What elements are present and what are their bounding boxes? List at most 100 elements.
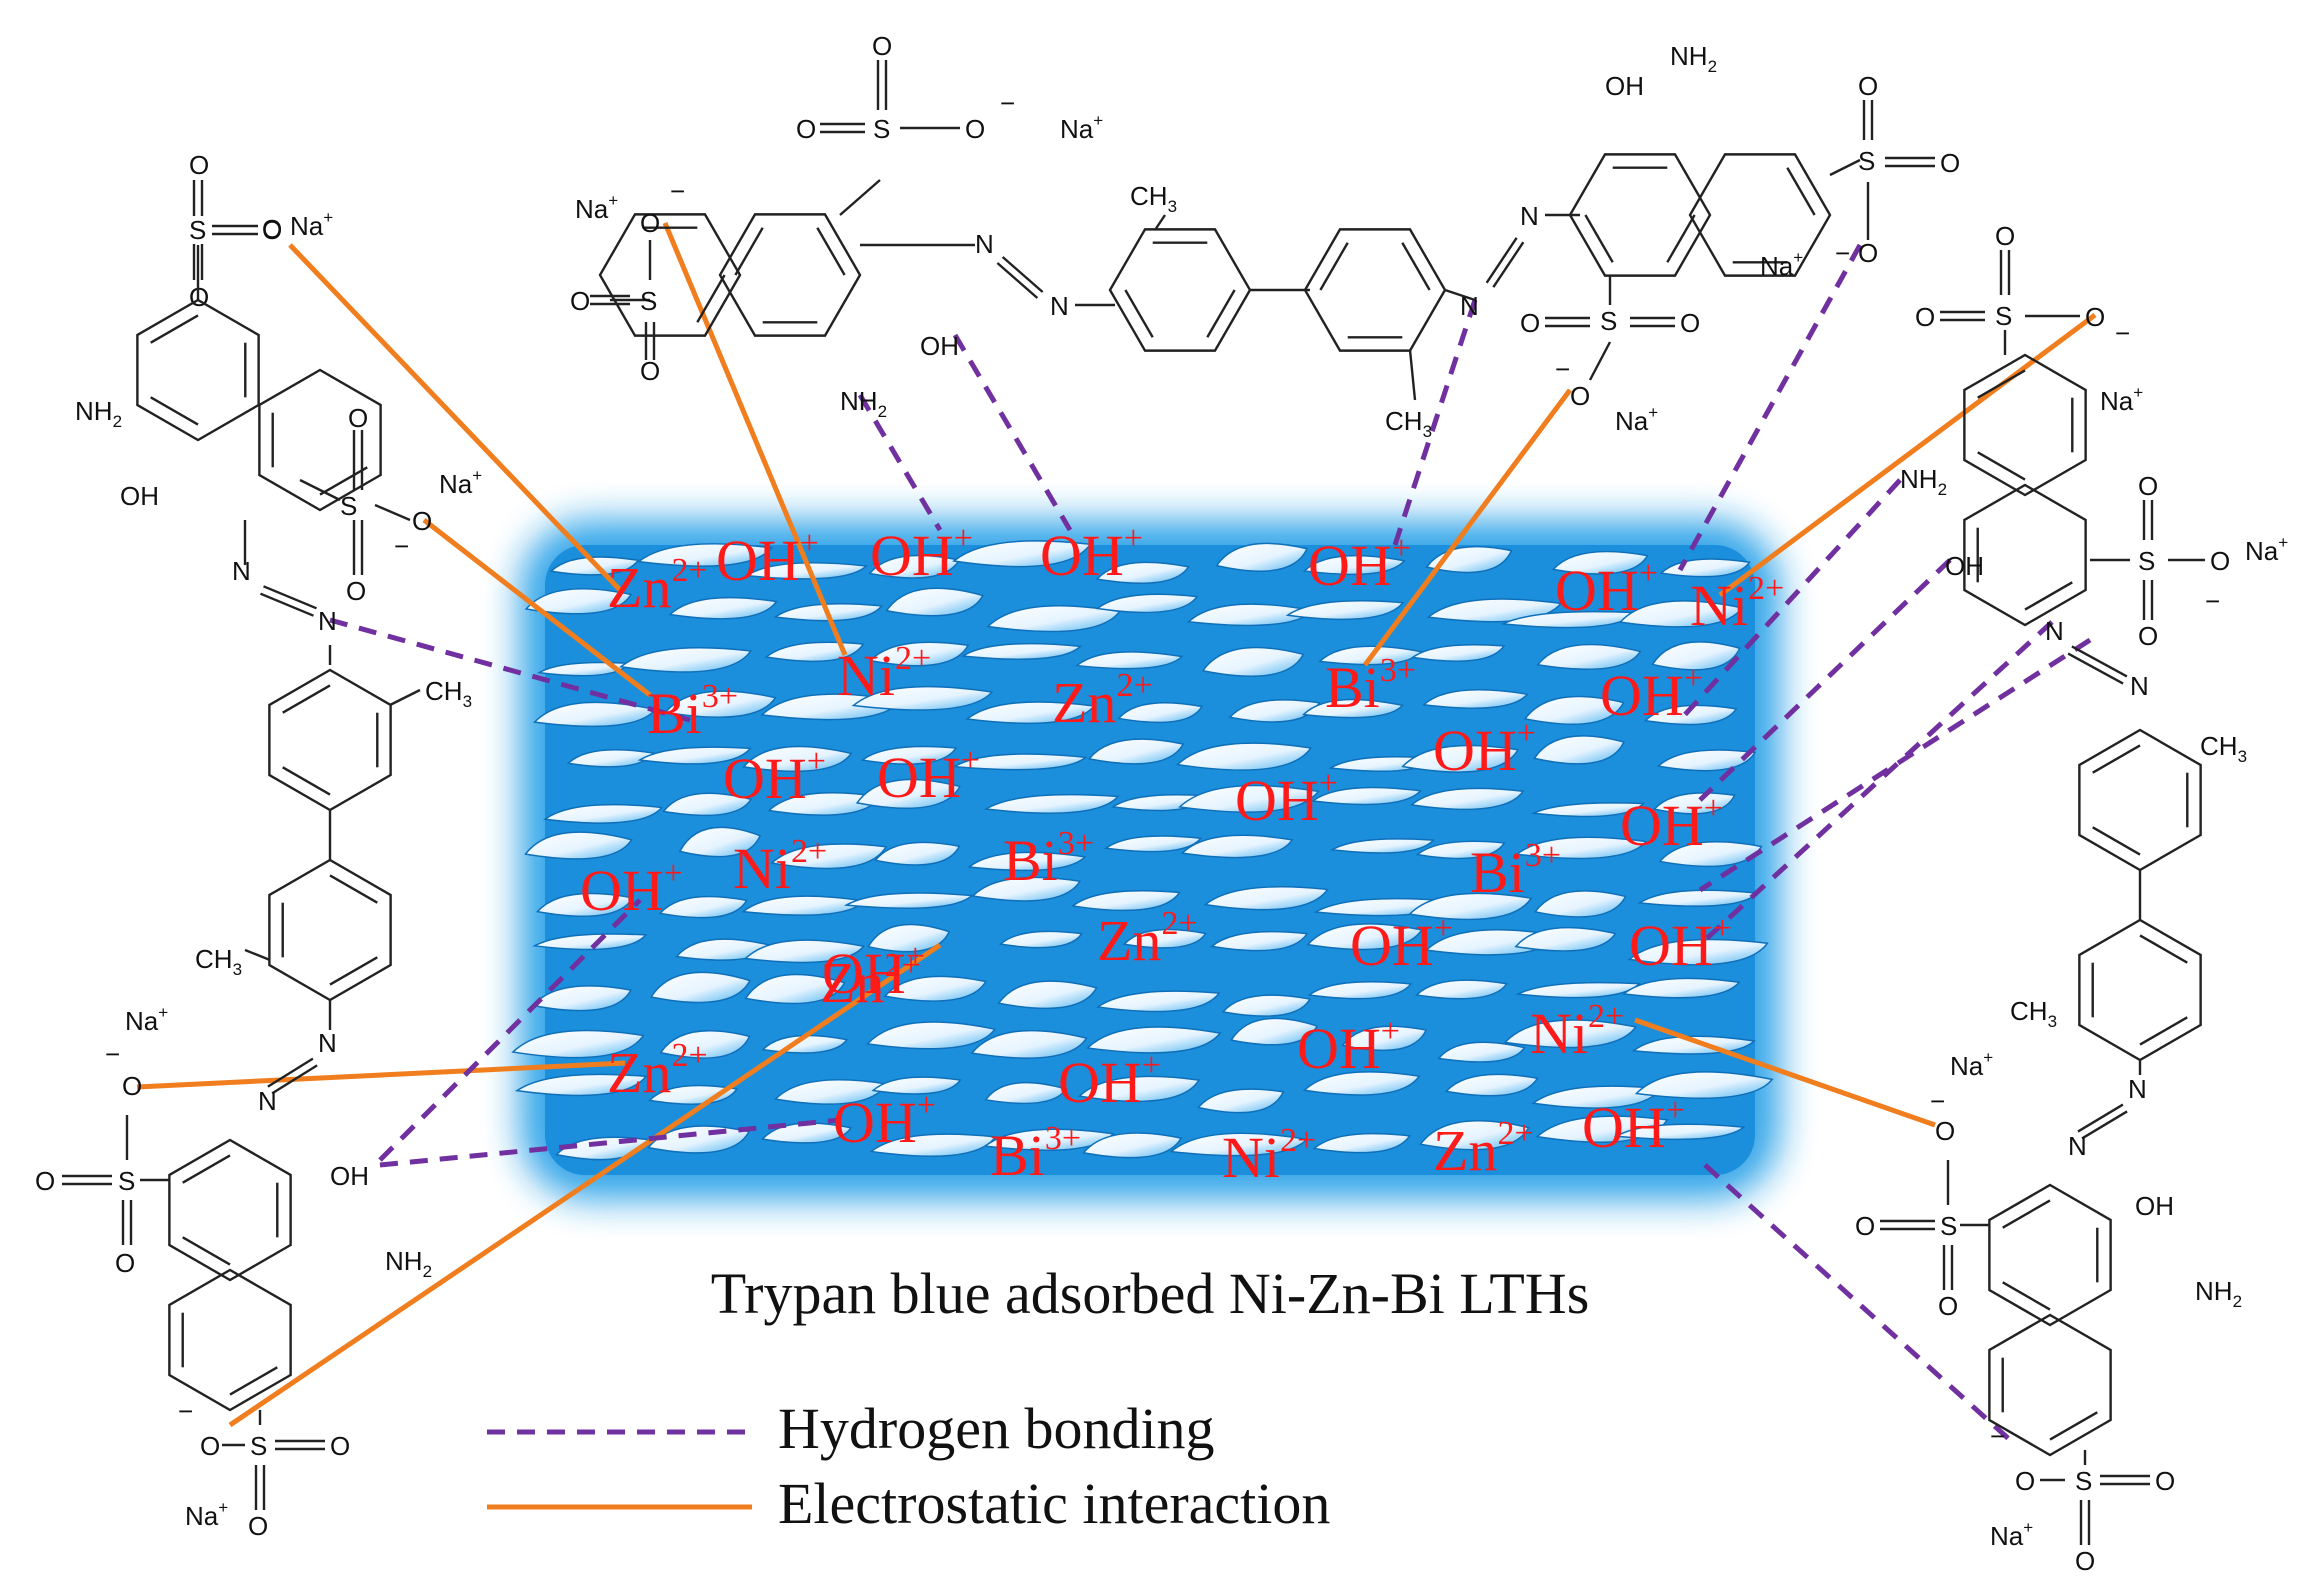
ion-oh: OH+ bbox=[1582, 1092, 1685, 1160]
lth-flake bbox=[649, 971, 751, 1004]
lth-flake bbox=[885, 587, 984, 617]
lth-flake bbox=[1302, 1071, 1421, 1096]
lth-flake bbox=[1643, 704, 1738, 726]
nitrogen-label: N bbox=[258, 1086, 277, 1116]
lth-flake bbox=[1503, 1019, 1637, 1049]
sulfur-label: S bbox=[118, 1166, 135, 1196]
methyl-label: CH3 bbox=[2200, 731, 2247, 766]
lth-flakes bbox=[511, 540, 1774, 1161]
charge-label: − bbox=[1000, 88, 1015, 118]
sodium-ion-label: Na+ bbox=[2245, 533, 2288, 566]
oxygen-label: O bbox=[348, 403, 368, 433]
oxygen-label: O bbox=[2155, 1466, 2175, 1496]
hydrogen-bond-line bbox=[1392, 299, 1478, 546]
lth-flake bbox=[1419, 1120, 1530, 1151]
ion-bi: Bi3+ bbox=[1325, 652, 1416, 720]
lth-flake bbox=[952, 753, 1088, 771]
hydrogen-bond-line bbox=[1703, 1163, 2012, 1442]
oxygen-label: O bbox=[1935, 1116, 1955, 1146]
hydroxyl-label: OH bbox=[1945, 551, 1984, 581]
electrostatic-line bbox=[1362, 388, 1573, 667]
oxygen-label: O bbox=[262, 214, 282, 244]
charge-label: − bbox=[178, 1396, 193, 1426]
lth-flake bbox=[1230, 1017, 1319, 1046]
sulfur-label: S bbox=[2138, 546, 2155, 576]
ion-ni: Ni2+ bbox=[1530, 998, 1624, 1066]
lth-flake bbox=[524, 588, 633, 615]
lth-flake bbox=[867, 923, 951, 953]
sulfur-label: S bbox=[1600, 306, 1617, 336]
ion-zn: Zn2+ bbox=[1097, 905, 1198, 973]
legend-label-hydrogen-bonding: Hydrogen bonding bbox=[778, 1396, 1215, 1461]
lth-flake bbox=[1085, 1026, 1222, 1054]
oxygen-label: O bbox=[189, 150, 209, 180]
charge-label: − bbox=[1990, 1421, 2005, 1451]
electrostatic-line bbox=[1718, 312, 2097, 598]
oxygen-label: O bbox=[262, 215, 282, 245]
lth-flake bbox=[1410, 643, 1506, 662]
lth-flake bbox=[1095, 593, 1199, 614]
ion-oh: OH+ bbox=[833, 1087, 936, 1155]
lth-flake bbox=[967, 851, 1087, 872]
oxygen-label: O bbox=[412, 506, 432, 536]
lth-flake bbox=[678, 826, 762, 858]
lth-flake bbox=[619, 647, 753, 673]
nitrogen-label: N bbox=[1520, 201, 1539, 231]
legend-label-electrostatic-interaction: Electrostatic interaction bbox=[778, 1471, 1330, 1536]
lth-flake bbox=[1082, 1132, 1183, 1159]
charge-label: − bbox=[1555, 354, 1570, 384]
hydrogen-bond-line bbox=[1703, 620, 2054, 942]
lth-flake bbox=[1285, 600, 1405, 621]
oxygen-label: O bbox=[2138, 471, 2158, 501]
ion-oh: OH+ bbox=[716, 525, 819, 593]
lth-flake bbox=[1095, 561, 1190, 584]
lth-flake bbox=[1401, 744, 1520, 773]
oxygen-label: O bbox=[2210, 546, 2230, 576]
hydrogen-bond-line bbox=[379, 1117, 841, 1168]
ion-oh: OH+ bbox=[1058, 1047, 1161, 1115]
ion-zn: Zn2+ bbox=[607, 552, 708, 620]
oxygen-label: O bbox=[200, 1431, 220, 1461]
charge-label: − bbox=[670, 176, 685, 206]
lth-flake bbox=[637, 746, 752, 765]
lth-flake bbox=[1618, 600, 1744, 628]
sulfur-label: S bbox=[2075, 1466, 2092, 1496]
nitrogen-label: N bbox=[2068, 1131, 2087, 1161]
nitrogen-label: N bbox=[1050, 291, 1069, 321]
lth-flake bbox=[1302, 554, 1406, 576]
interaction-lines bbox=[136, 222, 2097, 1442]
lth-flake bbox=[742, 745, 853, 773]
lth-flake bbox=[1444, 1073, 1539, 1097]
nitrogen-label: N bbox=[2130, 671, 2149, 701]
lth-flake bbox=[1515, 981, 1641, 999]
amino-label: NH2 bbox=[1670, 41, 1717, 76]
sulfur-label: S bbox=[1995, 301, 2012, 331]
lth-flake bbox=[868, 641, 970, 667]
sodium-ion-label: Na+ bbox=[1760, 248, 1803, 281]
sulfur-label: S bbox=[640, 286, 657, 316]
lth-flake bbox=[1621, 977, 1741, 999]
lth-flake bbox=[983, 793, 1120, 814]
oxygen-label: O bbox=[2015, 1466, 2035, 1496]
charge-label: − bbox=[2115, 318, 2130, 348]
oxygen-label: O bbox=[1858, 71, 1878, 101]
lth-flake bbox=[960, 642, 1082, 660]
lth-flake bbox=[970, 1029, 1088, 1059]
sodium-ion-label: Na+ bbox=[1060, 111, 1103, 144]
sodium-ion-label: Na+ bbox=[1990, 1518, 2033, 1551]
lth-flake bbox=[1658, 841, 1763, 868]
lth-flake bbox=[1203, 886, 1329, 911]
ion-oh: OH+ bbox=[1600, 660, 1703, 728]
methyl-label: CH3 bbox=[1130, 181, 1177, 216]
lth-flake bbox=[855, 778, 961, 809]
oxygen-label: O bbox=[640, 356, 660, 386]
lth-flake bbox=[743, 939, 865, 964]
charge-label: − bbox=[105, 1039, 120, 1069]
oxygen-label: O bbox=[330, 1431, 350, 1461]
lth-flake bbox=[1103, 835, 1203, 853]
lth-flake bbox=[1533, 735, 1625, 765]
lth-layered-block bbox=[511, 520, 1780, 1200]
ion-bi: Bi3+ bbox=[647, 678, 738, 746]
nitrogen-label: N bbox=[1460, 291, 1479, 321]
